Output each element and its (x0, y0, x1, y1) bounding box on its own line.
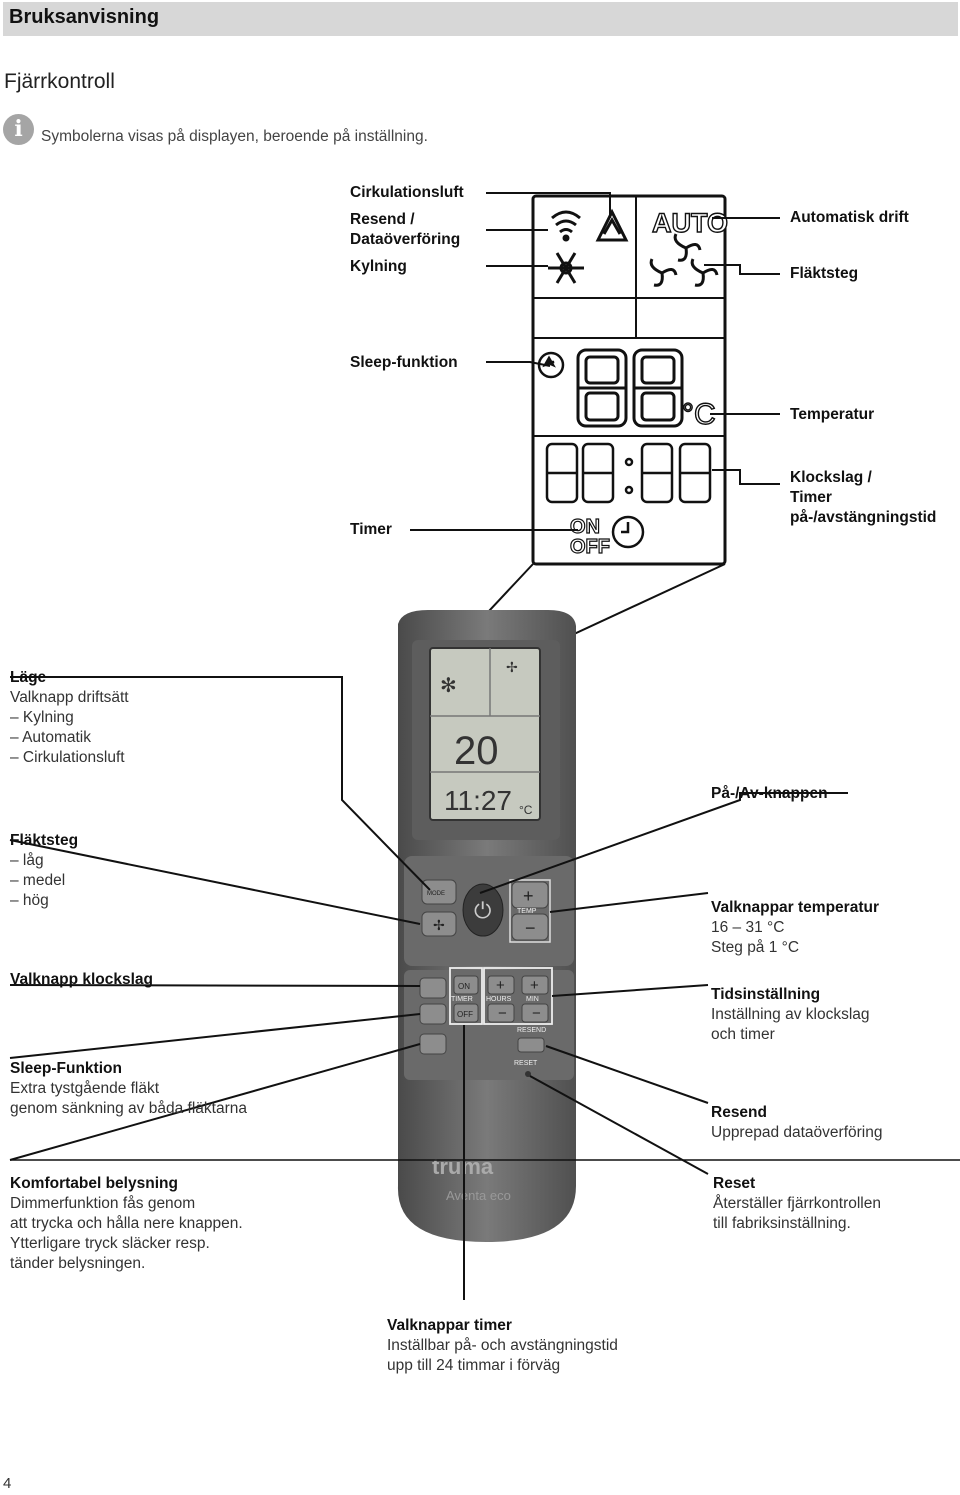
svg-text:−: − (532, 1005, 541, 1022)
temp-digits (576, 348, 684, 428)
label-temperatur: Temperatur (790, 406, 875, 423)
celsius-glyph: °C (682, 398, 716, 431)
label-automatisk: Automatisk drift (790, 209, 909, 226)
sleep-button (419, 1003, 447, 1025)
circulation-icon (595, 208, 629, 242)
light-button (419, 1033, 447, 1055)
label-reset: Reset Återställer fjärrkontrollen till f… (713, 1175, 881, 1232)
svg-text:✻: ✻ (440, 675, 457, 697)
power-button (462, 883, 504, 937)
timer-on-button (453, 975, 479, 995)
label-sleep: Sleep-funktion (350, 354, 458, 371)
remote-on-label: ON (458, 982, 470, 991)
display-detail (531, 194, 727, 566)
info-text: Symbolerna visas på displayen, beroende … (41, 128, 428, 145)
remote-control-body: ✻ ✢ °C ✢ ⏻ + − +− +− MODE TEMP ON TIM (397, 610, 576, 1242)
sleep-icon (537, 351, 565, 379)
remote-reset-label: RESET (514, 1060, 538, 1067)
label-valknapp-klockslag: Valknapp klockslag (10, 971, 154, 988)
remote-brand: truma (432, 1154, 494, 1179)
fan-speed-icon (649, 233, 719, 287)
label-flaktsteg-display: Fläktsteg (790, 265, 859, 282)
info-icon: i (3, 114, 34, 145)
mode-button (421, 879, 457, 905)
label-cirkulationsluft: Cirkulationsluft (350, 184, 464, 201)
clock-button (419, 977, 447, 999)
svg-text:+: + (523, 886, 534, 906)
remote-hours-label: HOURS (486, 996, 512, 1003)
remote-lcd-celsius: °C (519, 803, 533, 817)
label-flaktsteg: Fläktsteg – låg – medel – hög (10, 832, 79, 909)
remote-resend-label: RESEND (517, 1027, 546, 1034)
reset-button (525, 1071, 531, 1077)
label-valknappar-timer: Valknappar timer Inställbar på- och avst… (387, 1317, 618, 1374)
svg-text:⏻: ⏻ (474, 898, 491, 923)
label-kylning: Kylning (350, 258, 407, 275)
svg-text:✢: ✢ (433, 917, 445, 933)
temp-down-button (511, 913, 549, 941)
header-bar (3, 2, 958, 36)
label-sleep-funktion: Sleep-Funktion Extra tystgående fläkt ge… (10, 1060, 247, 1117)
section-title: Fjärrkontroll (4, 70, 115, 93)
svg-text:−: − (525, 918, 536, 938)
hours-down-button (487, 1003, 515, 1023)
resend-wifi-icon (551, 210, 581, 242)
label-pa-av-knappen: På-/Av-knappen (711, 785, 828, 802)
remote-model: Aventa eco (446, 1188, 511, 1203)
label-lage: Läge Valknapp driftsätt – Kylning – Auto… (10, 669, 129, 766)
remote-mode-label: MODE (427, 891, 445, 897)
label-resend-2: Dataöverföring (350, 231, 461, 248)
fan-button (421, 911, 457, 937)
label-klockslag-2: Timer (790, 489, 832, 506)
svg-text:−: − (498, 1005, 507, 1022)
remote-lcd-temp: 20 (454, 729, 499, 773)
timer-off-button (453, 1003, 479, 1023)
remote-lcd-time: 11:27 (444, 785, 512, 816)
page-header-title: Bruksanvisning (9, 6, 160, 28)
snowflake-icon (548, 252, 584, 284)
label-resend-1: Resend / (350, 211, 415, 228)
clock-digits (545, 442, 712, 504)
min-up-button (521, 975, 549, 995)
clock-icon (611, 515, 645, 549)
page-number: 4 (3, 1475, 12, 1492)
auto-glyph: AUTO (652, 208, 728, 238)
label-klockslag-3: på-/avstängningstid (790, 509, 937, 526)
label-timer-display: Timer (350, 521, 392, 538)
resend-button (517, 1037, 545, 1053)
hours-up-button (487, 975, 515, 995)
label-tidsinstallning: Tidsinställning Inställning av klockslag… (711, 986, 870, 1043)
temp-up-button (511, 881, 549, 909)
min-down-button (521, 1003, 549, 1023)
svg-text:✢: ✢ (506, 659, 518, 675)
remote-min-label: MIN (526, 996, 539, 1003)
on-glyph: ON (570, 516, 600, 538)
label-komfortabel-belysning: Komfortabel belysning Dimmerfunktion fås… (10, 1175, 243, 1272)
off-glyph: OFF (570, 536, 610, 558)
remote-timer-label: TIMER (451, 996, 473, 1003)
label-valknappar-temperatur: Valknappar temperatur 16 – 31 °C Steg på… (711, 899, 879, 956)
remote-temp-label: TEMP (517, 908, 537, 915)
remote-off-label: OFF (457, 1010, 473, 1019)
label-resend: Resend Upprepad dataöverföring (711, 1104, 883, 1141)
svg-text:+: + (530, 977, 539, 994)
svg-text:+: + (496, 977, 505, 994)
remote-leader-lines (9, 676, 960, 1300)
label-klockslag-1: Klockslag / (790, 469, 872, 486)
